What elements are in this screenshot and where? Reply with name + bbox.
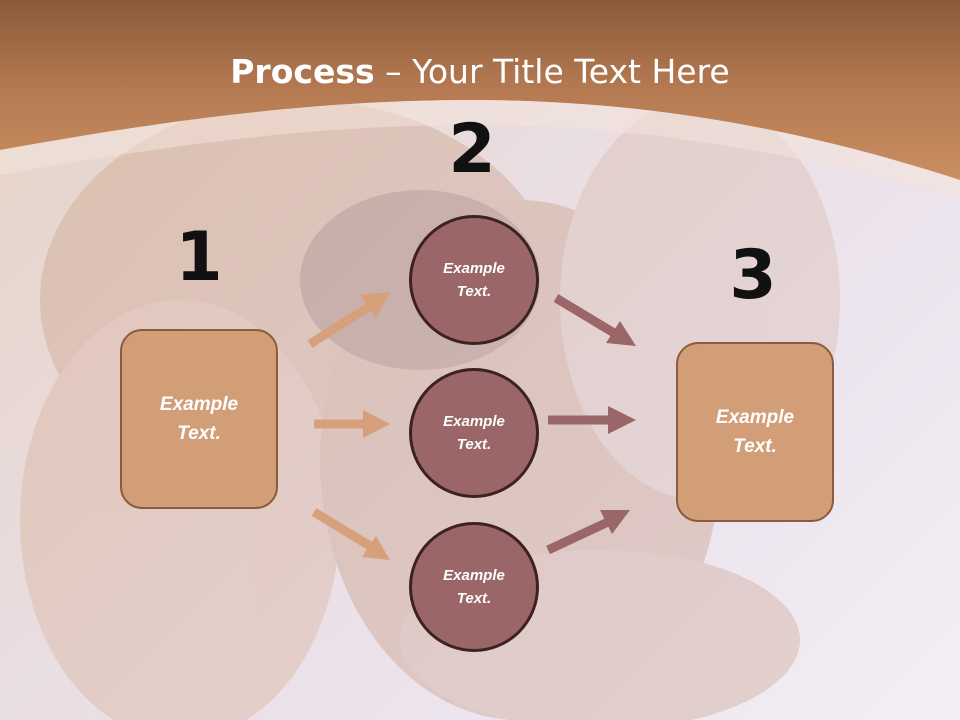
page-title: Process – Your Title Text Here (230, 52, 730, 91)
start-box: Example Text. (120, 329, 278, 509)
step-number-1: 1 (175, 218, 223, 297)
middle-circle-center: Example Text. (409, 368, 539, 498)
arrow-center-to-end (548, 406, 636, 434)
arrow-bottom-to-end (546, 510, 630, 555)
arrow-start-to-bottom (311, 508, 390, 560)
middle-circle-bottom: Example Text. (409, 522, 539, 652)
arrow-start-to-top (307, 292, 390, 348)
middle-circle-top-label: Example Text. (443, 260, 505, 300)
end-box-label: Example Text. (715, 407, 795, 457)
start-box-label: Example Text. (159, 394, 239, 444)
arrow-top-to-end (553, 294, 636, 346)
middle-circle-bottom-label: Example Text. (443, 567, 505, 607)
arrow-start-to-center (314, 410, 390, 438)
step-number-2: 2 (448, 110, 496, 189)
header-highlight (0, 100, 960, 200)
middle-circle-top: Example Text. (409, 215, 539, 345)
header-band (0, 0, 960, 180)
end-box: Example Text. (676, 342, 834, 522)
step-number-3: 3 (729, 236, 777, 315)
middle-circle-center-label: Example Text. (443, 413, 505, 453)
